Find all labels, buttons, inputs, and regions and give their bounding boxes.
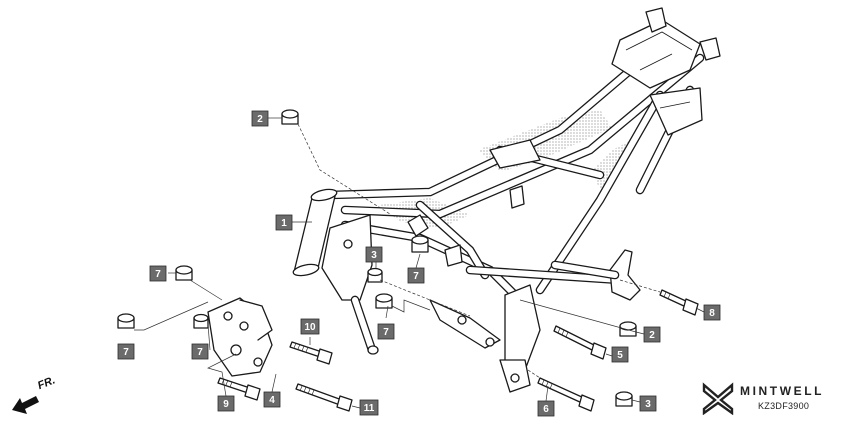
callout-11: 11 — [359, 399, 379, 416]
head-pipe — [292, 188, 338, 277]
callout-label: 5 — [617, 350, 623, 361]
callout-2-right: 2 — [643, 326, 661, 343]
callout-label: 10 — [304, 322, 316, 333]
callout-9: 9 — [217, 395, 235, 412]
callout-label: 6 — [543, 404, 549, 415]
callout-4: 4 — [263, 391, 281, 408]
callout-label: 7 — [197, 347, 203, 358]
leader-lines — [134, 117, 705, 409]
callout-label: 4 — [269, 395, 275, 406]
callout-7-mid-low: 7 — [377, 323, 395, 340]
callout-label: 2 — [257, 114, 263, 125]
callout-6: 6 — [537, 400, 555, 417]
callout-label: 7 — [155, 269, 161, 280]
callout-label: 11 — [364, 403, 375, 414]
callout-label: 8 — [709, 308, 715, 319]
bolt-8 — [659, 289, 699, 316]
callout-8: 8 — [703, 304, 721, 321]
collar-7-mid-low — [375, 293, 393, 309]
bolt-6 — [537, 377, 595, 412]
collar-2-right — [619, 321, 637, 337]
collar-7-bracket — [193, 313, 209, 329]
bolt-10 — [289, 341, 333, 365]
brand-block: MINTWELL KZ3DF3900 — [702, 381, 832, 417]
bolt-11 — [295, 383, 353, 412]
brand-name: MINTWELL — [740, 384, 825, 398]
collar-7-left-top — [175, 265, 193, 281]
callout-7-left-bot: 7 — [117, 343, 135, 360]
callout-label: 7 — [383, 327, 389, 338]
collar-2-top — [281, 109, 299, 125]
engine-bracket — [207, 297, 273, 377]
callout-10: 10 — [300, 318, 320, 335]
callout-label: 9 — [223, 399, 229, 410]
bolts — [217, 289, 699, 412]
mintwell-logo-icon — [702, 382, 734, 415]
front-arrow-icon — [12, 396, 39, 414]
callout-label: 1 — [281, 218, 287, 229]
collar-7-left-bot — [117, 313, 135, 329]
callout-label: 2 — [649, 330, 655, 341]
collar-3-bot — [615, 391, 633, 407]
callout-1: 1 — [275, 214, 293, 231]
callout-label: 3 — [645, 399, 651, 410]
collar-7-mid — [411, 235, 429, 253]
callouts: 2 1 3 7 7 7 7 7 — [117, 110, 721, 417]
callout-3-mid: 3 — [365, 246, 383, 263]
callout-label: 7 — [123, 347, 129, 358]
callout-label: 7 — [413, 271, 419, 282]
collar-3-mid — [367, 267, 383, 283]
callout-5: 5 — [611, 346, 629, 363]
callout-3-bot: 3 — [639, 395, 657, 412]
bolt-9 — [217, 377, 261, 401]
callout-label: 3 — [371, 250, 377, 261]
callout-2-top: 2 — [251, 110, 269, 127]
main-frame — [321, 7, 721, 393]
diagram-code: KZ3DF3900 — [758, 401, 810, 411]
callout-7-left-top: 7 — [149, 265, 167, 282]
callout-7-bracket: 7 — [191, 343, 209, 360]
callout-7-mid: 7 — [407, 267, 425, 284]
bolt-5 — [553, 325, 607, 360]
